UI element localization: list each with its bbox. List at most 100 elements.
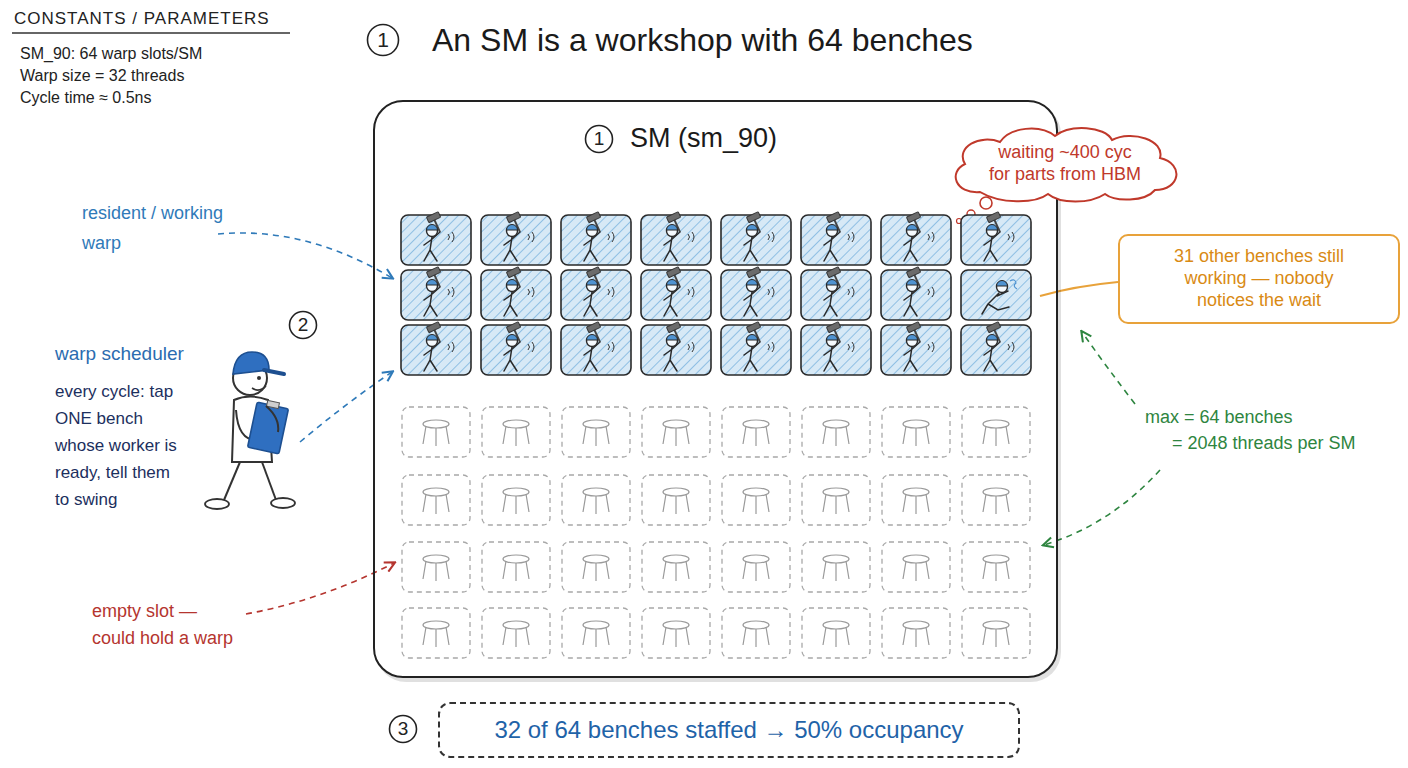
worker-head — [747, 281, 758, 292]
empty-slot — [722, 475, 790, 525]
node-text: 2 — [298, 313, 309, 336]
bench-slot — [721, 212, 791, 265]
node-text: 3 — [398, 717, 409, 740]
bench-slot — [961, 270, 1031, 320]
worker-head — [987, 226, 998, 237]
empty-slot — [722, 542, 790, 592]
stool-seat — [743, 621, 769, 629]
motion-marks — [848, 232, 854, 242]
empty-slot — [482, 608, 550, 658]
worker-head — [907, 226, 918, 237]
bench-fill — [641, 325, 711, 375]
worker-head — [507, 281, 518, 292]
stool-legs — [663, 426, 689, 446]
leader-arrow — [1082, 332, 1135, 404]
worker-helmet — [747, 225, 758, 230]
stool-seat — [983, 555, 1009, 563]
annotation-text: every cycle: tap ONE bench whose worker … — [55, 378, 185, 513]
bench-fill — [801, 325, 871, 375]
stool-seat — [983, 621, 1009, 629]
bench-slot — [882, 407, 950, 457]
stool-legs — [903, 561, 929, 581]
bench-fill — [561, 325, 631, 375]
node-text: 1 — [377, 27, 389, 53]
worker-head — [507, 226, 518, 237]
bench-fill — [481, 215, 551, 265]
bench-fill — [961, 270, 1031, 320]
circle-shape — [368, 25, 399, 56]
stool-legs — [663, 494, 689, 514]
stool-legs — [903, 627, 929, 647]
bench-fill — [721, 325, 791, 375]
empty-slot — [882, 542, 950, 592]
worker-helmet — [587, 225, 598, 230]
empty-slot — [962, 407, 1030, 457]
bench-slot — [882, 475, 950, 525]
motion-marks — [688, 232, 694, 242]
stool-legs — [583, 494, 609, 514]
stool-legs — [503, 494, 529, 514]
bench-slot — [722, 608, 790, 658]
cap-brim — [264, 370, 284, 374]
worker-head — [427, 336, 438, 347]
bench-slot — [642, 542, 710, 592]
motion-marks — [528, 232, 534, 242]
empty-slot — [642, 407, 710, 457]
hammer-head — [746, 322, 760, 333]
bench-slot — [482, 608, 550, 658]
empty-slot — [402, 475, 470, 525]
worker-helmet — [747, 335, 758, 341]
bench-slot — [562, 608, 630, 658]
motion-marks — [1008, 232, 1014, 242]
bench-slot — [961, 322, 1031, 375]
worker-helmet — [667, 280, 678, 286]
stool-legs — [503, 561, 529, 581]
hammer-head — [426, 212, 440, 223]
worker-head — [907, 281, 918, 292]
bench-slot — [641, 322, 711, 375]
motion-marks — [448, 232, 454, 242]
stool-seat — [423, 555, 449, 563]
motion-marks — [528, 342, 534, 352]
motion-marks — [448, 342, 454, 352]
bench-slot — [482, 407, 550, 457]
stool-legs — [823, 426, 849, 446]
hammer-head — [826, 267, 840, 278]
bench-slot — [481, 322, 551, 375]
worker-head — [427, 226, 438, 237]
annotation-text: max = 64 benches — [1145, 406, 1293, 429]
empty-slot — [402, 608, 470, 658]
worker-helmet — [427, 335, 438, 341]
hammer-head — [826, 322, 840, 333]
bench-fill — [801, 270, 871, 320]
bench-slot — [402, 608, 470, 658]
thought-cloud: waiting ~400 cyc for parts from HBM — [940, 122, 1190, 206]
empty-slot — [642, 542, 710, 592]
hammer-head — [666, 212, 680, 223]
empty-slot — [962, 542, 1030, 592]
bench-slot — [481, 212, 551, 265]
figure-eye — [257, 376, 261, 380]
diagram-title: An SM is a workshop with 64 benches — [432, 20, 973, 60]
stool-seat — [823, 621, 849, 629]
stool-legs — [823, 561, 849, 581]
worker-helmet — [987, 225, 998, 230]
idle-swirl — [1010, 280, 1017, 289]
worker-head — [667, 226, 678, 237]
node-text: 1 — [594, 127, 605, 150]
stool-seat — [743, 555, 769, 563]
stool-seat — [823, 420, 849, 428]
stool-seat — [503, 555, 529, 563]
empty-slot — [402, 542, 470, 592]
parameter-text: Cycle time ≈ 0.5ns — [20, 88, 152, 108]
empty-slot — [482, 407, 550, 457]
motion-marks — [928, 342, 934, 352]
hammer-head — [666, 267, 680, 278]
worker-helmet — [987, 335, 998, 341]
hammer-head — [826, 212, 840, 223]
bench-slot — [881, 267, 951, 320]
bench-slot — [801, 322, 871, 375]
empty-slot — [802, 542, 870, 592]
